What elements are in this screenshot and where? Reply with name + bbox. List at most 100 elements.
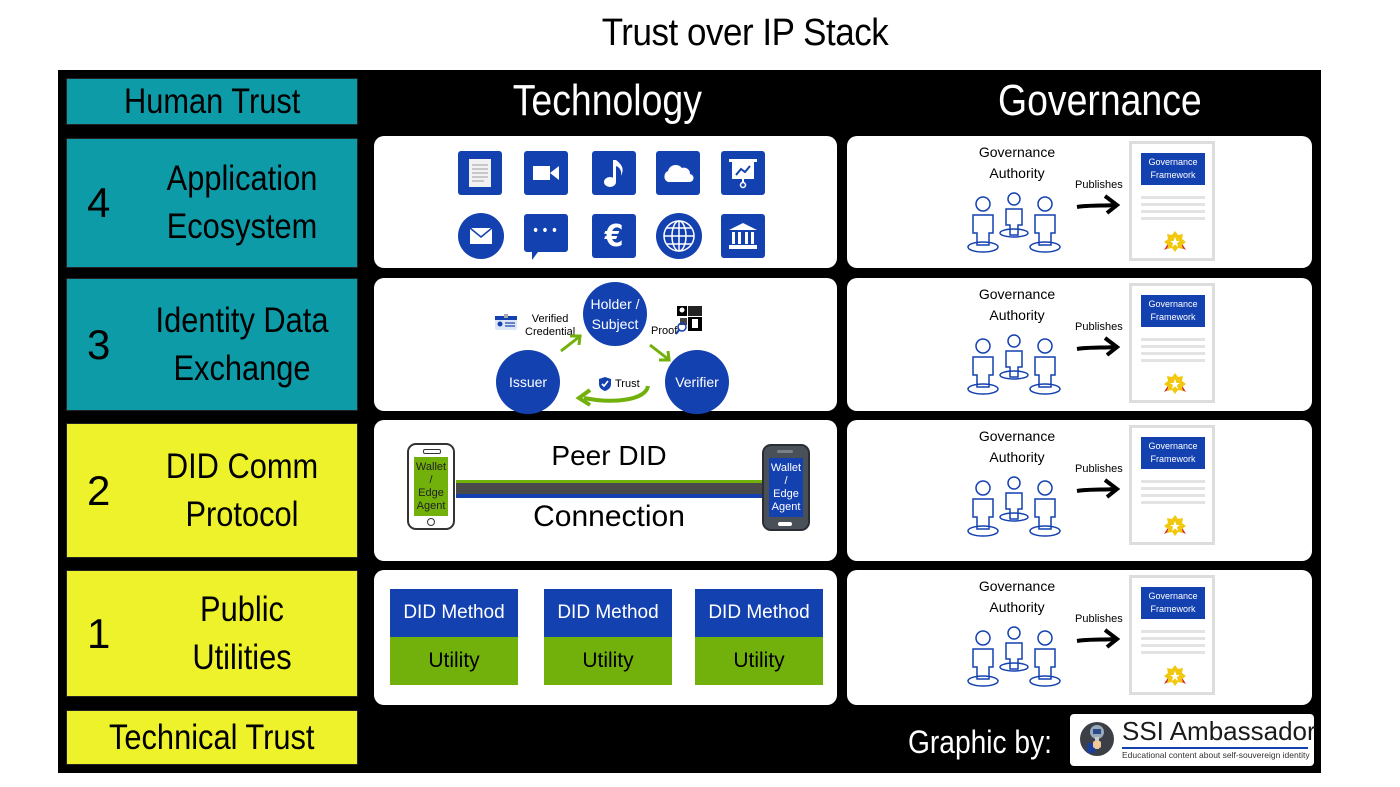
award-seal-icon xyxy=(1164,231,1186,252)
wallet-text: Wallet xyxy=(415,460,447,473)
holder-label: Holder / Subject xyxy=(590,296,640,332)
holder-node: Holder / Subject xyxy=(583,282,647,346)
publishes-label: Publishes xyxy=(1075,463,1123,475)
framework-line1: Governance xyxy=(1148,441,1198,451)
connection-label: Connection xyxy=(533,500,685,533)
publishes-arrow-icon xyxy=(1076,336,1121,357)
people-group-icon xyxy=(967,334,1061,395)
authority-line1: Governance xyxy=(978,428,1056,444)
award-seal-icon xyxy=(1164,373,1186,394)
wallet-text: Edge xyxy=(773,487,799,500)
publishes-arrow-icon xyxy=(1076,628,1121,649)
document-line xyxy=(1141,637,1205,640)
did-method-label: DID Method xyxy=(390,589,518,637)
presentation-chart-icon xyxy=(721,151,765,195)
ssi-ambassador-badge[interactable]: SSI Ambassador Educational content about… xyxy=(1070,714,1316,766)
cloud-icon xyxy=(656,151,700,195)
issue-arrow-icon xyxy=(560,334,582,353)
did-method-block: DID Method Utility xyxy=(390,589,518,685)
layer-name-line2: Ecosystem xyxy=(166,207,318,246)
brand-underline xyxy=(1122,747,1308,749)
award-seal-icon xyxy=(1164,665,1186,686)
verifier-node: Verifier xyxy=(665,350,729,414)
wallet-text: / xyxy=(429,473,433,486)
proof-documents-icon xyxy=(675,305,704,339)
issuer-node: Issuer xyxy=(496,350,560,414)
authority-line2: Authority xyxy=(989,449,1045,465)
peer-connection-line xyxy=(456,480,764,498)
brand-name: SSI Ambassador xyxy=(1122,716,1316,746)
page-title: Trust over IP Stack xyxy=(601,12,889,54)
authority-line2: Authority xyxy=(989,307,1045,323)
framework-line1: Governance xyxy=(1148,591,1198,601)
document-line xyxy=(1141,203,1205,206)
shield-check-icon xyxy=(599,377,611,391)
layer-name-line1: DID Comm xyxy=(165,446,319,486)
layer-name-line1: Identity Data xyxy=(155,300,329,340)
did-method-block: DID Method Utility xyxy=(695,589,823,685)
identity-exchange-panel: Holder / Subject Issuer Verifier Verifie… xyxy=(374,278,837,414)
application-ecosystem-panel: ••• € xyxy=(374,136,837,268)
layer-number: 1 xyxy=(87,609,111,657)
id-card-icon xyxy=(495,314,517,334)
wallet-text: Agent xyxy=(416,499,446,512)
publishes-arrow-icon xyxy=(1076,194,1121,215)
ambassador-logo-icon xyxy=(1080,722,1114,756)
publishes-label: Publishes xyxy=(1075,613,1123,625)
issuer-label: Issuer xyxy=(508,374,548,390)
document-line xyxy=(1141,487,1205,490)
document-line xyxy=(1141,359,1205,362)
authority-line1: Governance xyxy=(978,144,1056,160)
layer-number: 2 xyxy=(87,466,111,514)
utility-label: Utility xyxy=(695,637,823,685)
trust-arrow-icon xyxy=(575,385,650,407)
graphic-by-label: Graphic by: xyxy=(908,724,1052,760)
wallet-text: Wallet xyxy=(770,461,802,474)
publishes-arrow-icon xyxy=(1076,478,1121,499)
document-line xyxy=(1141,494,1205,497)
utility-label: Utility xyxy=(544,637,672,685)
trust-label: Trust xyxy=(615,378,640,390)
human-trust-label: Human Trust xyxy=(66,78,358,125)
authority-line2: Authority xyxy=(989,165,1045,181)
column-header-technology: Technology xyxy=(512,76,702,125)
authority-line2: Authority xyxy=(989,599,1045,615)
document-line xyxy=(1141,630,1205,633)
credential-label-line1: Verified xyxy=(531,313,569,325)
document-line xyxy=(1141,352,1205,355)
globe-icon xyxy=(656,213,702,259)
verifier-label: Verifier xyxy=(675,374,719,390)
wallet-text: / xyxy=(784,474,788,487)
document-icon xyxy=(458,151,502,195)
framework-line2: Framework xyxy=(1150,454,1196,464)
did-method-label: DID Method xyxy=(544,589,672,637)
technical-trust-label: Technical Trust xyxy=(66,710,358,765)
document-line xyxy=(1141,217,1205,220)
video-camera-icon xyxy=(524,151,568,195)
authority-line1: Governance xyxy=(978,578,1056,594)
layer-number: 4 xyxy=(87,179,111,226)
wallet-text: Agent xyxy=(771,500,801,513)
bank-icon xyxy=(721,214,765,258)
